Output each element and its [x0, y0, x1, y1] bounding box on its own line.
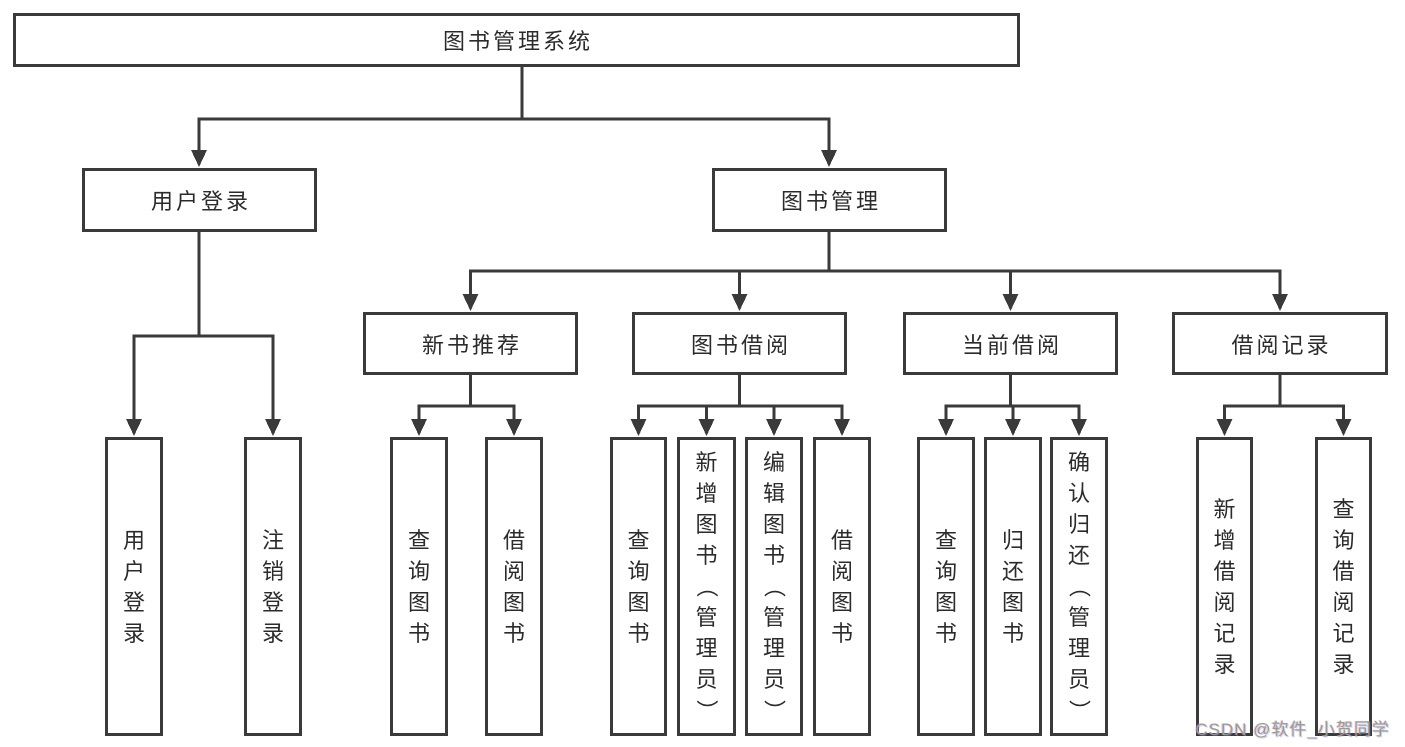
- arrowhead-icon: [1335, 419, 1352, 436]
- arrowhead-icon: [126, 419, 142, 436]
- connectors-current-borrowing-branch: [938, 375, 1087, 436]
- node-book-borrowing: 图书借阅: [632, 312, 847, 375]
- arrowhead-icon: [1272, 294, 1288, 311]
- arrowhead-icon: [411, 419, 427, 436]
- leaf-add-borrow-record: 新增借阅记录: [1196, 437, 1253, 736]
- arrowhead-icon: [766, 419, 782, 436]
- node-user-login: 用户登录: [82, 168, 317, 232]
- arrowhead-icon: [834, 419, 850, 436]
- arrowhead-icon: [731, 294, 748, 311]
- leaf-return-book: 归还图书: [984, 437, 1042, 736]
- watermark: CSDN @软件_小贺同学: [1195, 720, 1390, 739]
- leaf-query-books-recommend: 查询图书: [390, 437, 448, 736]
- leaf-query-borrow-record: 查询借阅记录: [1315, 437, 1372, 736]
- connectors-new-book-recommend-branch: [411, 375, 522, 436]
- leaf-borrow-books-borrowing: 借阅图书: [813, 437, 871, 736]
- node-book-management: 图书管理: [712, 168, 947, 232]
- leaf-query-books-current: 查询图书: [917, 437, 975, 736]
- node-new-book-recommend: 新书推荐: [363, 312, 578, 375]
- arrowhead-icon: [1005, 419, 1021, 436]
- node-system-root: 图书管理系统: [13, 13, 1020, 67]
- connectors-book-management-branch: [462, 232, 1288, 311]
- arrowhead-icon: [1002, 294, 1019, 311]
- node-borrow-records: 借阅记录: [1172, 312, 1388, 375]
- leaf-logout: 注销登录: [244, 437, 302, 736]
- arrowhead-icon: [462, 294, 479, 311]
- arrowhead-icon: [506, 419, 522, 436]
- leaf-query-books-borrowing: 查询图书: [610, 437, 667, 736]
- arrowhead-icon: [698, 419, 715, 436]
- arrowhead-icon: [821, 150, 837, 167]
- arrowhead-icon: [938, 419, 954, 436]
- node-current-borrowing: 当前借阅: [903, 312, 1118, 375]
- leaf-confirm-return-admin: 确认归还（管理员）: [1050, 437, 1108, 736]
- leaf-add-book-admin: 新增图书（管理员）: [677, 437, 736, 736]
- connectors-book-borrowing-branch: [630, 375, 850, 436]
- connectors-user-login-branch: [126, 232, 281, 436]
- arrowhead-icon: [630, 419, 647, 436]
- arrowhead-icon: [265, 419, 281, 436]
- leaf-edit-book-admin: 编辑图书（管理员）: [745, 437, 803, 736]
- connectors-borrow-records-branch: [1216, 375, 1352, 436]
- arrowhead-icon: [1216, 419, 1233, 436]
- leaf-user-login: 用户登录: [105, 437, 163, 736]
- arrowhead-icon: [1071, 419, 1087, 436]
- leaf-borrow-books-recommend: 借阅图书: [485, 437, 543, 736]
- arrowhead-icon: [191, 150, 207, 167]
- connectors-root-to-level2: [191, 67, 837, 167]
